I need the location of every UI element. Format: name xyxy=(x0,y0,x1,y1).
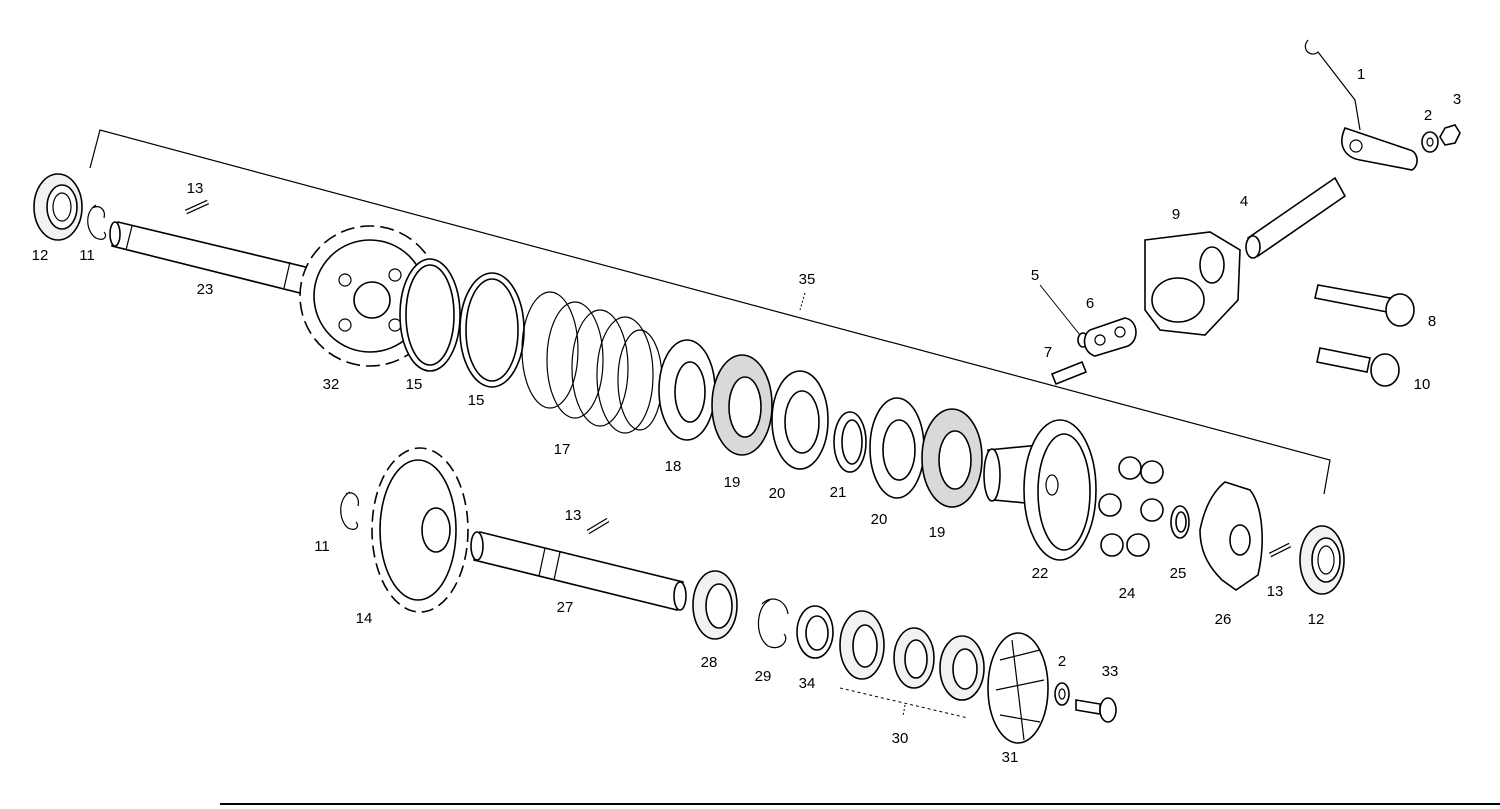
part-21-bush xyxy=(833,411,867,473)
label-3: 3 xyxy=(1453,91,1461,108)
part-29-circlip xyxy=(757,598,789,649)
label-5: 5 xyxy=(1031,267,1039,284)
label-20-b: 20 xyxy=(871,511,888,528)
part-2-washer-bottom xyxy=(1054,682,1070,706)
part-14-gear xyxy=(371,447,469,613)
label-18: 18 xyxy=(665,458,682,475)
label-23: 23 xyxy=(197,281,214,298)
part-31-impeller xyxy=(987,632,1049,744)
part-20-washer-a xyxy=(771,370,829,470)
label-26: 26 xyxy=(1215,611,1232,628)
leader-5 xyxy=(1039,284,1081,336)
label-7: 7 xyxy=(1044,344,1052,361)
part-10-bolt xyxy=(1316,347,1400,387)
part-24-balls xyxy=(1098,456,1164,557)
label-31: 31 xyxy=(1002,749,1019,766)
label-17: 17 xyxy=(554,441,571,458)
leader-35 xyxy=(799,292,806,311)
part-2-washer-top xyxy=(1421,131,1439,153)
label-11-bottom: 11 xyxy=(314,538,330,555)
part-4-shaft xyxy=(1245,176,1347,259)
bracket-30 xyxy=(839,687,969,719)
label-6: 6 xyxy=(1086,295,1094,312)
label-12-right: 12 xyxy=(1308,611,1325,628)
label-19-b: 19 xyxy=(929,524,946,541)
part-11-circlip-bottom xyxy=(340,491,359,530)
part-25-ring xyxy=(1170,505,1190,539)
label-19-a: 19 xyxy=(724,474,741,491)
part-19-thrust-bearing-a xyxy=(711,354,773,456)
label-14: 14 xyxy=(356,610,373,627)
part-15-ring-a xyxy=(399,258,461,372)
part-8-bolt xyxy=(1314,284,1415,327)
label-29: 29 xyxy=(755,668,772,685)
assembly-bracket-35 xyxy=(89,129,1331,495)
label-28: 28 xyxy=(701,654,718,671)
part-22-cup-hub xyxy=(983,419,1097,561)
label-13-middle: 13 xyxy=(565,507,582,524)
label-10: 10 xyxy=(1414,376,1431,393)
part-33-screw xyxy=(1075,697,1117,723)
label-1: 1 xyxy=(1357,66,1365,83)
label-4: 4 xyxy=(1240,193,1248,210)
part-7-pin xyxy=(1050,360,1088,386)
label-13-right: 13 xyxy=(1267,583,1284,600)
part-12-bearing-left xyxy=(33,173,83,241)
part-28-bearing xyxy=(692,570,738,640)
label-35: 35 xyxy=(799,271,816,288)
label-33: 33 xyxy=(1102,663,1119,680)
label-20-a: 20 xyxy=(769,485,786,502)
label-2-top: 2 xyxy=(1424,107,1432,124)
part-23-shaft xyxy=(109,221,321,297)
label-34: 34 xyxy=(799,675,816,692)
label-27: 27 xyxy=(557,599,574,616)
part-30-seal-b xyxy=(893,627,935,689)
label-2-bottom: 2 xyxy=(1058,653,1066,670)
part-20-washer-b xyxy=(869,397,925,499)
label-13-top: 13 xyxy=(187,180,204,197)
label-32: 32 xyxy=(323,376,340,393)
part-6-plate xyxy=(1083,317,1137,357)
part-34-washer xyxy=(796,605,834,659)
label-15-a: 15 xyxy=(406,376,423,393)
part-11-circlip-top xyxy=(87,204,107,240)
part-15-ring-b xyxy=(459,272,525,388)
part-18-washer xyxy=(658,339,716,441)
label-21: 21 xyxy=(830,484,847,501)
part-27-shaft xyxy=(470,531,687,611)
label-15-b: 15 xyxy=(468,392,485,409)
label-11-top: 11 xyxy=(79,247,95,264)
part-12-bearing-right xyxy=(1299,525,1345,595)
part-26-ramp-plate xyxy=(1199,481,1263,591)
label-22: 22 xyxy=(1032,565,1049,582)
part-3-nut xyxy=(1439,124,1461,146)
label-9: 9 xyxy=(1172,206,1180,223)
label-24: 24 xyxy=(1119,585,1136,602)
label-8: 8 xyxy=(1428,313,1436,330)
part-17-spring xyxy=(521,291,663,434)
part-19-thrust-bearing-b xyxy=(921,408,983,508)
label-30: 30 xyxy=(892,730,909,747)
label-25: 25 xyxy=(1170,565,1187,582)
part-1-lever xyxy=(1304,39,1418,171)
label-12-left: 12 xyxy=(32,247,49,264)
part-30-seal-c xyxy=(939,635,985,701)
part-30-seal-a xyxy=(839,610,885,680)
part-9-housing xyxy=(1144,231,1241,336)
